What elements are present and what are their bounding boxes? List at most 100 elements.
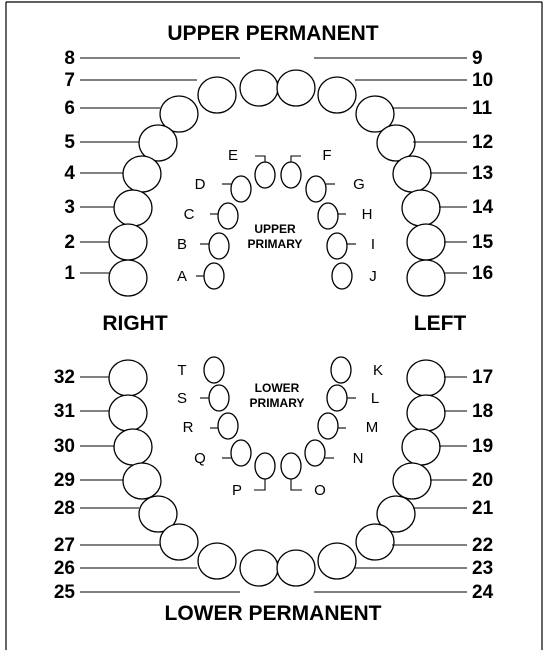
lower-primary-tooth-letter-o: O: [314, 482, 326, 499]
lower-primary-tooth-m: [318, 413, 338, 439]
upper-permanent-tooth-16: [407, 260, 445, 296]
upper-primary-tooth-letter-a: A: [177, 268, 187, 285]
upper-permanent-tooth-number-11: 11: [472, 98, 493, 119]
left-side-label: LEFT: [414, 312, 467, 335]
upper-permanent-tooth-number-10: 10: [472, 70, 493, 91]
upper-primary-tooth-letter-h: H: [362, 206, 373, 223]
upper-primary-tooth-letter-i: I: [371, 236, 375, 253]
lower-permanent-tooth-number-31: 31: [54, 401, 76, 422]
lower-permanent-tooth-number-23: 23: [472, 558, 493, 579]
right-side-label: RIGHT: [102, 312, 168, 335]
lower-primary-tooth-letter-p: P: [232, 482, 242, 499]
lower-permanent-tooth-number-25: 25: [54, 582, 76, 603]
lower-primary-tooth-letter-m: M: [366, 419, 379, 436]
lower-primary-leader-o: [291, 479, 302, 490]
upper-permanent-tooth-number-9: 9: [472, 48, 483, 69]
lower-primary-tooth-l: [327, 385, 347, 411]
lower-primary-leader-p: [254, 479, 265, 490]
lower-permanent-tooth-number-27: 27: [54, 535, 75, 556]
upper-permanent-tooth-number-13: 13: [472, 163, 493, 184]
lower-permanent-tooth-number-22: 22: [472, 535, 493, 556]
upper-primary-tooth-letter-c: C: [184, 206, 195, 223]
lower-primary-tooth-letter-s: S: [177, 390, 187, 407]
lower-permanent-title: LOWER PERMANENT: [165, 602, 382, 625]
upper-permanent-tooth-4: [123, 156, 161, 192]
upper-permanent-title: UPPER PERMANENT: [167, 22, 378, 45]
lower-permanent-tooth-20: [393, 463, 431, 499]
upper-primary-caption-line2: PRIMARY: [248, 237, 303, 251]
upper-permanent-tooth-14: [402, 190, 440, 226]
lower-permanent-tooth-30: [114, 429, 152, 465]
lower-permanent-tooth-25: [240, 550, 278, 586]
lower-permanent-tooth-18: [407, 395, 445, 431]
lower-permanent-tooth-26: [198, 543, 236, 579]
lower-permanent-tooth-number-24: 24: [472, 582, 494, 603]
upper-permanent-tooth-number-1: 1: [64, 263, 75, 284]
lower-primary-tooth-r: [218, 413, 238, 439]
lower-permanent-tooth-23: [318, 543, 356, 579]
upper-primary-leader-e: [255, 156, 265, 162]
lower-primary-caption-line1: LOWER: [255, 381, 300, 395]
lower-primary-tooth-s: [209, 385, 229, 411]
upper-primary-tooth-letter-j: J: [369, 268, 377, 285]
upper-permanent-tooth-number-8: 8: [64, 48, 75, 69]
upper-primary-tooth-b: [209, 233, 229, 259]
upper-permanent-tooth-3: [114, 190, 152, 226]
upper-permanent-tooth-7: [198, 77, 236, 113]
lower-primary-tooth-letter-t: T: [177, 362, 186, 379]
upper-primary-tooth-letter-f: F: [322, 147, 331, 164]
upper-permanent-tooth-15: [407, 224, 445, 260]
lower-permanent-tooth-number-17: 17: [472, 367, 493, 388]
upper-permanent-tooth-9: [277, 70, 315, 106]
upper-permanent-tooth-1: [109, 260, 147, 296]
lower-permanent-tooth-number-30: 30: [54, 436, 75, 457]
upper-primary-tooth-letter-b: B: [177, 236, 187, 253]
lower-primary-tooth-letter-q: Q: [194, 450, 206, 467]
lower-permanent-tooth-32: [109, 360, 147, 396]
lower-permanent-tooth-22: [356, 524, 394, 560]
upper-primary-tooth-f: [281, 162, 301, 188]
lower-permanent-tooth-number-29: 29: [54, 470, 75, 491]
upper-permanent-tooth-number-3: 3: [64, 197, 75, 218]
lower-primary-tooth-letter-k: K: [373, 362, 383, 379]
upper-primary-caption-line1: UPPER: [254, 222, 296, 236]
lower-permanent-tooth-number-19: 19: [472, 436, 493, 457]
upper-primary-leader-f: [291, 156, 301, 162]
lower-permanent-tooth-29: [123, 463, 161, 499]
upper-permanent-tooth-2: [109, 224, 147, 260]
lower-primary-tooth-letter-l: L: [371, 390, 379, 407]
upper-permanent-tooth-number-2: 2: [64, 232, 75, 253]
lower-primary-tooth-n: [305, 440, 325, 466]
lower-primary-caption-line2: PRIMARY: [250, 396, 305, 410]
lower-permanent-tooth-number-20: 20: [472, 470, 493, 491]
lower-permanent-tooth-number-28: 28: [54, 498, 75, 519]
upper-primary-tooth-letter-g: G: [353, 176, 365, 193]
lower-primary-tooth-letter-n: N: [353, 450, 364, 467]
lower-permanent-tooth-number-32: 32: [54, 367, 75, 388]
upper-primary-tooth-letter-d: D: [195, 176, 206, 193]
lower-permanent-tooth-17: [407, 360, 445, 396]
upper-permanent-tooth-8: [240, 70, 278, 106]
upper-permanent-tooth-number-6: 6: [64, 98, 75, 119]
upper-primary-tooth-i: [327, 233, 347, 259]
upper-permanent-tooth-number-4: 4: [64, 163, 75, 184]
upper-primary-tooth-g: [306, 176, 326, 202]
upper-primary-tooth-letter-e: E: [228, 147, 238, 164]
upper-primary-tooth-a: [204, 263, 224, 289]
upper-primary-tooth-d: [231, 176, 251, 202]
lower-permanent-tooth-number-21: 21: [472, 498, 494, 519]
upper-permanent-tooth-number-7: 7: [64, 70, 75, 91]
lower-permanent-tooth-number-26: 26: [54, 558, 75, 579]
upper-permanent-tooth-10: [318, 77, 356, 113]
upper-primary-tooth-c: [218, 203, 238, 229]
lower-primary-tooth-k: [331, 357, 351, 383]
lower-primary-tooth-t: [204, 357, 224, 383]
upper-primary-tooth-h: [318, 203, 338, 229]
lower-permanent-tooth-number-18: 18: [472, 401, 493, 422]
lower-primary-tooth-q: [231, 440, 251, 466]
upper-permanent-tooth-13: [393, 156, 431, 192]
upper-permanent-tooth-number-12: 12: [472, 132, 493, 153]
lower-permanent-tooth-27: [160, 524, 198, 560]
